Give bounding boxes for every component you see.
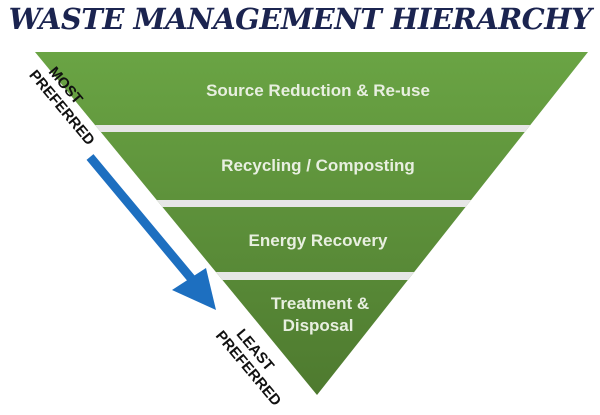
- level-divider: [35, 272, 588, 280]
- level-recycling: Recycling / Composting: [221, 156, 415, 175]
- preference-arrow-icon: [86, 154, 216, 310]
- level-treatment-line1: Treatment &: [271, 294, 369, 313]
- level-source-reduction: Source Reduction & Re-use: [206, 81, 430, 100]
- level-divider: [35, 200, 588, 207]
- level-divider: [35, 125, 588, 132]
- page-title: WASTE MANAGEMENT HIERARCHY: [8, 2, 592, 36]
- level-treatment-line2: Disposal: [283, 316, 354, 335]
- level-energy-recovery: Energy Recovery: [249, 231, 388, 250]
- inverted-pyramid: [35, 52, 588, 395]
